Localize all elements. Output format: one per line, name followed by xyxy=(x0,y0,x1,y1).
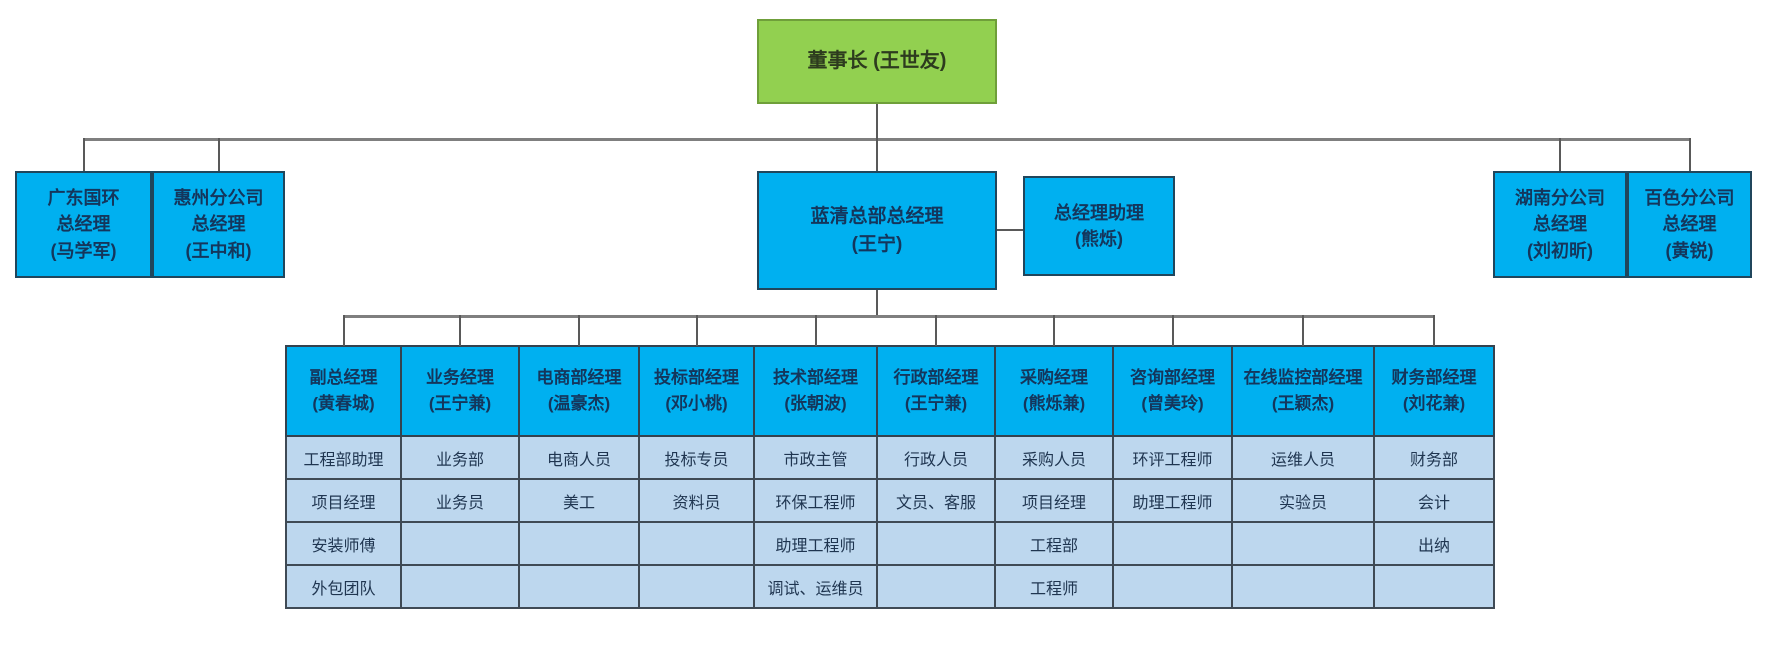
dept-cell: 出纳 xyxy=(1373,521,1495,566)
connector-line xyxy=(695,315,698,346)
dept-cell: 环评工程师 xyxy=(1112,435,1233,480)
dept-cell xyxy=(518,564,640,609)
dept-cell: 外包团队 xyxy=(285,564,402,609)
connector-line xyxy=(1688,138,1691,171)
dept-cell: 采购人员 xyxy=(994,435,1114,480)
huizhou-gm-line3: (王中和) xyxy=(185,240,252,261)
dept-cell: 调试、运维员 xyxy=(753,564,878,609)
dept-cell: 业务部 xyxy=(400,435,520,480)
chairman-label: 董事长 (王世友) xyxy=(807,50,947,72)
hq-gm-box: 蓝清总部总经理 (王宁) xyxy=(757,171,997,290)
connector-line xyxy=(814,315,817,346)
gm-assistant-line2: (熊烁) xyxy=(1075,229,1123,249)
dept-header-cell: 咨询部经理(曾美玲) xyxy=(1112,345,1233,437)
dept-cell xyxy=(638,521,755,566)
connector-line xyxy=(82,138,85,171)
hq-gm-line1: 蓝清总部总经理 xyxy=(810,205,944,227)
baise-gm-line3: (黄锐) xyxy=(1665,240,1714,261)
connector-line xyxy=(342,315,345,346)
guangdong-gm-box: 广东国环 总经理 (马学军) xyxy=(15,171,152,278)
hunan-gm-line1: 湖南分公司 xyxy=(1515,188,1605,209)
dept-cell xyxy=(876,564,996,609)
baise-gm-line1: 百色分公司 xyxy=(1644,188,1735,209)
connector-line xyxy=(83,138,1690,141)
dept-cell: 行政人员 xyxy=(876,435,996,480)
huizhou-gm-box: 惠州分公司 总经理 (王中和) xyxy=(152,171,285,278)
gm-assistant-line1: 总经理助理 xyxy=(1054,202,1144,223)
dept-cell xyxy=(638,564,755,609)
dept-cell: 环保工程师 xyxy=(753,478,878,523)
baise-gm-line2: 总经理 xyxy=(1662,214,1717,235)
dept-cell: 投标专员 xyxy=(638,435,755,480)
connector-line xyxy=(876,138,878,171)
dept-cell: 会计 xyxy=(1373,478,1495,523)
dept-header-cell: 行政部经理(王宁兼) xyxy=(876,345,996,437)
dept-cell xyxy=(400,521,520,566)
connector-line xyxy=(459,315,461,346)
chairman-box: 董事长 (王世友) xyxy=(757,19,997,104)
connector-line xyxy=(1302,315,1304,346)
dept-cell xyxy=(1112,564,1233,609)
dept-cell: 市政主管 xyxy=(753,435,878,480)
connector-line xyxy=(578,315,580,346)
dept-cell: 文员、客服 xyxy=(876,478,996,523)
dept-header-cell: 副总经理(黄春城) xyxy=(285,345,402,437)
dept-cell: 项目经理 xyxy=(994,478,1114,523)
dept-cell: 美工 xyxy=(518,478,640,523)
connector-line xyxy=(997,229,1023,231)
dept-header-cell: 财务部经理(刘花兼) xyxy=(1373,345,1495,437)
hunan-gm-line2: 总经理 xyxy=(1533,214,1587,235)
dept-cell: 工程师 xyxy=(994,564,1114,609)
dept-cell: 助理工程师 xyxy=(1112,478,1233,523)
hunan-gm-line3: (刘初昕) xyxy=(1527,240,1593,261)
dept-header-cell: 技术部经理(张朝波) xyxy=(753,345,878,437)
dept-header-cell: 电商部经理(温豪杰) xyxy=(518,345,640,437)
baise-gm-box: 百色分公司 总经理 (黄锐) xyxy=(1627,171,1752,278)
dept-cell xyxy=(876,521,996,566)
dept-cell xyxy=(1231,521,1375,566)
dept-cell xyxy=(400,564,520,609)
dept-cell: 实验员 xyxy=(1231,478,1375,523)
dept-cell: 安装师傅 xyxy=(285,521,402,566)
dept-header-cell: 采购经理(熊烁兼) xyxy=(994,345,1114,437)
connector-line xyxy=(1053,315,1055,346)
dept-cell xyxy=(1373,564,1495,609)
connector-line xyxy=(1559,138,1561,171)
connector-line xyxy=(876,290,878,315)
dept-cell: 财务部 xyxy=(1373,435,1495,480)
hunan-gm-box: 湖南分公司 总经理 (刘初昕) xyxy=(1493,171,1627,278)
dept-cell: 工程部助理 xyxy=(285,435,402,480)
dept-header-cell: 业务经理(王宁兼) xyxy=(400,345,520,437)
connector-line xyxy=(876,104,878,138)
connector-line xyxy=(1433,315,1435,346)
guangdong-gm-line3: (马学军) xyxy=(50,240,117,261)
guangdong-gm-line2: 总经理 xyxy=(56,214,111,235)
dept-cell: 业务员 xyxy=(400,478,520,523)
dept-cell: 助理工程师 xyxy=(753,521,878,566)
connector-line xyxy=(217,138,220,171)
huizhou-gm-line2: 总经理 xyxy=(191,214,246,235)
connector-line xyxy=(1171,315,1174,346)
hq-gm-line2: (王宁) xyxy=(851,233,903,255)
dept-cell: 资料员 xyxy=(638,478,755,523)
connector-line xyxy=(935,315,937,346)
dept-cell: 运维人员 xyxy=(1231,435,1375,480)
dept-cell: 电商人员 xyxy=(518,435,640,480)
dept-header-cell: 投标部经理(邓小桃) xyxy=(638,345,755,437)
dept-cell: 项目经理 xyxy=(285,478,402,523)
dept-cell: 工程部 xyxy=(994,521,1114,566)
connector-line xyxy=(343,315,1434,318)
departments-table: 副总经理(黄春城)业务经理(王宁兼)电商部经理(温豪杰)投标部经理(邓小桃)技术… xyxy=(285,345,1495,609)
dept-cell xyxy=(518,521,640,566)
dept-cell xyxy=(1231,564,1375,609)
gm-assistant-box: 总经理助理 (熊烁) xyxy=(1023,176,1175,276)
dept-header-cell: 在线监控部经理(王颖杰) xyxy=(1231,345,1375,437)
huizhou-gm-line1: 惠州分公司 xyxy=(173,188,264,209)
dept-cell xyxy=(1112,521,1233,566)
guangdong-gm-line1: 广东国环 xyxy=(47,188,120,209)
